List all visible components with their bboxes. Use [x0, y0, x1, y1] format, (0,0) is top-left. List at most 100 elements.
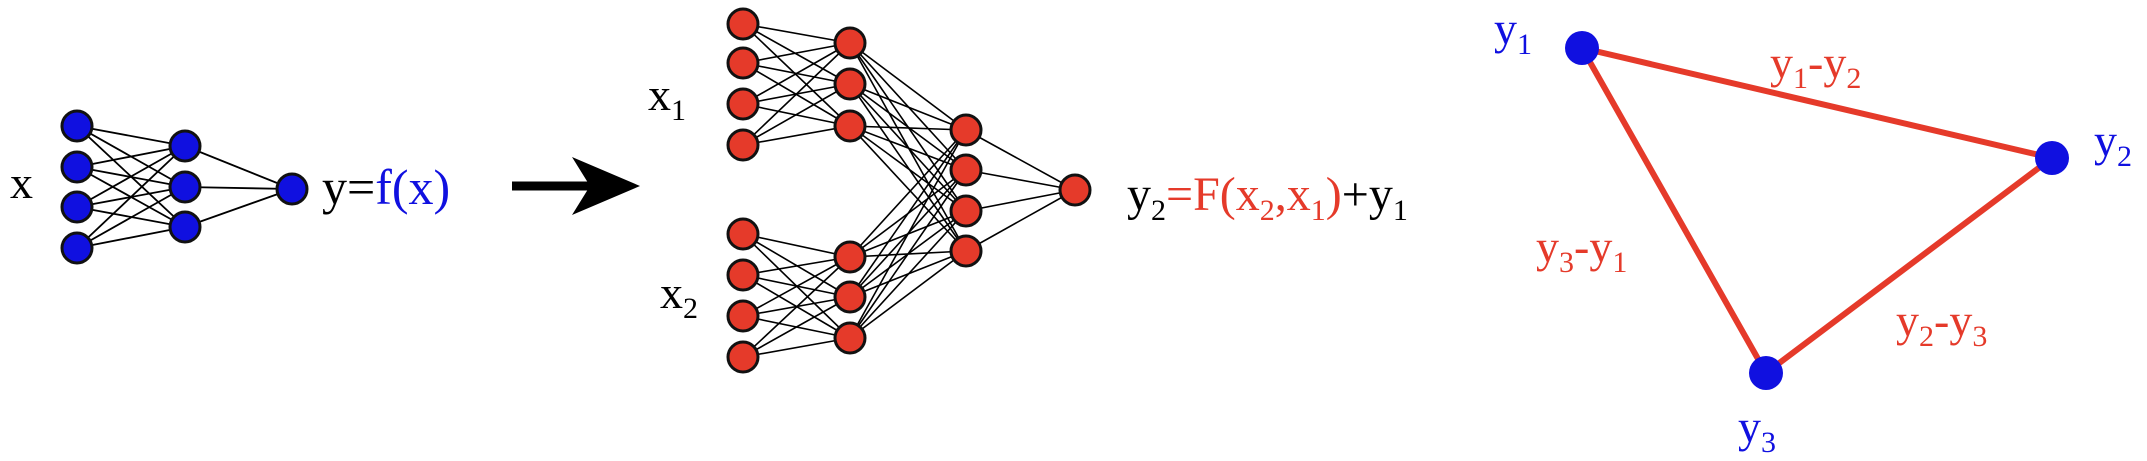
edge-label-v3-v1-asub: 3	[1559, 246, 1574, 279]
middle-edge	[965, 129, 1076, 191]
middle-node	[949, 234, 983, 268]
arrow-head	[572, 157, 640, 215]
middle-node	[833, 280, 867, 314]
left-edge	[76, 186, 186, 249]
triangle-edge-v1-v2	[1579, 45, 2055, 161]
edge-label-v3-v1: y3-y1	[1536, 221, 1627, 279]
left-neural-network	[60, 109, 309, 265]
edge-label-v2-v3-asub: 2	[1919, 320, 1934, 353]
top-input-label-sub: 1	[671, 94, 686, 127]
left-edge	[184, 188, 293, 228]
left-node	[168, 210, 202, 244]
edge-label-v1-v2-b: y	[1823, 37, 1846, 88]
middle-node	[833, 321, 867, 355]
middle-edge	[742, 42, 851, 64]
middle-edge	[849, 42, 967, 131]
middle-edge	[849, 169, 967, 339]
meq-plus-sub: 1	[1393, 194, 1408, 227]
edge-label-v1-v2-a: y	[1770, 37, 1793, 88]
middle-edge	[849, 250, 967, 339]
middle-edge	[849, 83, 967, 171]
middle-edge	[742, 256, 851, 358]
middle-node	[726, 299, 760, 333]
meq-comma: ,x	[1275, 168, 1311, 221]
middle-edge	[742, 233, 851, 258]
middle-node	[726, 128, 760, 162]
middle-edge	[742, 23, 851, 85]
triangle-graph	[1565, 31, 2069, 390]
meq-lhs: y	[1127, 168, 1151, 221]
vertex-label-v2-base: y	[2094, 115, 2117, 166]
left-node	[60, 190, 94, 224]
edge-label-v1-v2-op: -	[1808, 37, 1823, 88]
triangle-vertex-v3	[1749, 356, 1783, 390]
edge-label-v2-v3-b: y	[1949, 295, 1972, 346]
left-edge	[76, 125, 186, 147]
middle-edge	[849, 125, 967, 171]
left-network-nodes	[60, 109, 309, 265]
edge-label-v3-v1-bsub: 1	[1612, 246, 1627, 279]
left-node	[275, 172, 309, 206]
middle-edge	[849, 129, 967, 298]
middle-node	[833, 109, 867, 143]
triangle-edge-v2-v3	[1763, 155, 2055, 376]
edge-label-v3-v1-b: y	[1589, 221, 1612, 272]
top-input-label-base: x	[648, 69, 671, 120]
middle-neural-network	[726, 7, 1092, 374]
left-node	[168, 170, 202, 204]
middle-edge	[742, 23, 851, 127]
triangle-vertex-v1	[1565, 31, 1599, 65]
middle-node	[949, 194, 983, 228]
edge-label-v2-v3-a: y	[1896, 295, 1919, 346]
vertex-label-v3-base: y	[1738, 401, 1761, 452]
middle-edge	[742, 256, 851, 317]
middle-node	[833, 240, 867, 274]
edge-label-v2-v3-bsub: 3	[1972, 320, 1987, 353]
left-equation: y=f(x)	[322, 159, 450, 215]
middle-node	[726, 258, 760, 292]
left-edge	[76, 145, 186, 168]
bottom-input-label: x2	[660, 267, 698, 325]
meq-arg1-sub: 2	[1260, 194, 1275, 227]
middle-edge	[742, 256, 851, 276]
edge-label-v1-v2-bsub: 2	[1846, 62, 1861, 95]
edge-label-v1-v2-asub: 1	[1793, 62, 1808, 95]
middle-network-edges	[742, 23, 1076, 358]
middle-edge	[849, 83, 967, 131]
triangle-edge-v3-v1	[1579, 45, 1769, 376]
middle-edge	[965, 169, 1076, 191]
triangle-vertices	[1565, 31, 2069, 390]
middle-edge	[742, 83, 851, 146]
meq-lhs-sub: 2	[1151, 194, 1166, 227]
edge-label-v2-v3-op: -	[1934, 295, 1949, 346]
middle-edge	[742, 42, 851, 105]
left-input-label: x	[10, 157, 33, 208]
left-edge	[76, 145, 186, 208]
vertex-label-v2: y2	[2094, 115, 2132, 173]
middle-edge	[849, 83, 967, 252]
middle-edge	[965, 189, 1076, 212]
left-edge	[184, 145, 293, 190]
middle-node	[726, 340, 760, 374]
edge-label-v1-v2: y1-y2	[1770, 37, 1861, 95]
middle-node	[726, 7, 760, 41]
middle-edge	[849, 125, 967, 212]
left-equation-rhs: f(x)	[375, 159, 450, 215]
middle-node	[726, 46, 760, 80]
meq-plus: +y	[1342, 168, 1393, 221]
middle-edge	[849, 129, 967, 339]
meq-eq: =	[1166, 168, 1193, 221]
left-edge	[76, 226, 186, 249]
left-network-edges	[76, 125, 293, 249]
bottom-input-label-sub: 2	[683, 292, 698, 325]
vertex-label-v1-sub: 1	[1517, 28, 1532, 61]
vertex-label-v3: y3	[1738, 401, 1776, 459]
middle-edge	[849, 125, 967, 131]
middle-edge	[849, 125, 967, 252]
left-node	[60, 150, 94, 184]
edge-label-v2-v3: y2-y3	[1896, 295, 1987, 353]
middle-edge	[742, 23, 851, 44]
right-arrow-icon	[512, 157, 640, 215]
vertex-label-v3-sub: 3	[1761, 426, 1776, 459]
